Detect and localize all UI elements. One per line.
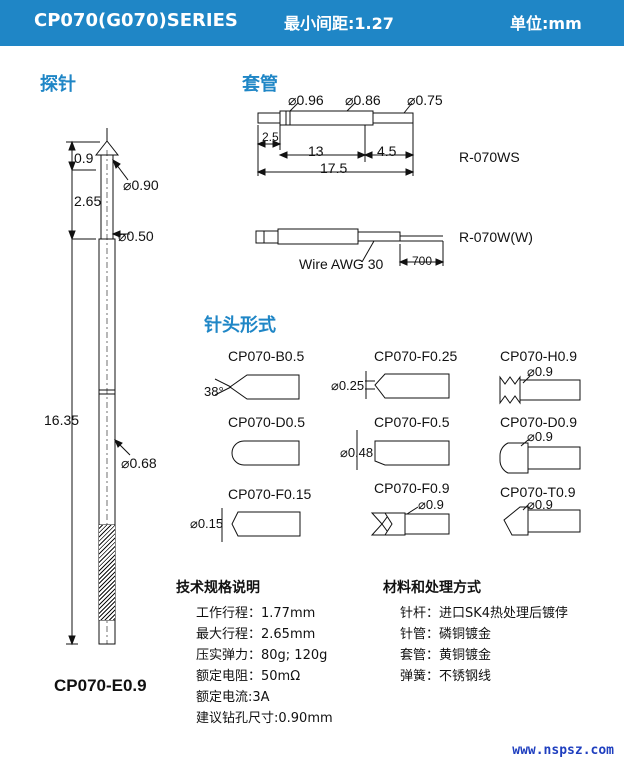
tip-name-t09: CP070-T0.9 <box>500 484 576 500</box>
tip-b05-angle: 38° <box>204 384 224 399</box>
tip-f015-drawing <box>221 508 301 542</box>
diameter-icon: ⌀ <box>123 177 132 193</box>
socket-dim-25: 2.5 <box>262 130 279 144</box>
socket-w-drawing <box>255 228 445 266</box>
tip-h09-dim: ⌀0.9 <box>527 364 553 379</box>
diameter-icon: ⌀ <box>407 92 416 108</box>
tip-f015-dim: ⌀0.15 <box>190 516 224 531</box>
socket-wire-length: 700 <box>412 254 433 268</box>
spec-item: 最大行程：2.65mm <box>196 627 316 642</box>
tip-name-f025: CP070-F0.25 <box>374 348 458 364</box>
tip-name-d05: CP070-D0.5 <box>228 414 306 430</box>
tip-name-f05: CP070-F0.5 <box>374 414 450 430</box>
spec-item: 额定电流:3A <box>196 690 270 705</box>
spec-item: 建议钻孔尺寸:0.90mm <box>196 711 333 726</box>
socket-wire-label: Wire AWG 30 <box>299 256 384 272</box>
diameter-icon: ⌀ <box>118 228 127 244</box>
specs-title: 技术规格说明 <box>176 580 260 596</box>
probe-tip-length: 0.9 <box>74 150 94 166</box>
probe-d068-label: ⌀0.68 <box>121 455 157 471</box>
probe-d090-label: ⌀0.90 <box>123 177 159 193</box>
tip-f025-dim: ⌀0.25 <box>331 378 365 393</box>
tip-f025-drawing <box>365 371 450 399</box>
unit-label: 单位:mm <box>510 14 582 33</box>
tip-t09-drawing <box>503 504 581 536</box>
material-item: 针管：磷铜镀金 <box>400 627 492 642</box>
tip-d09-dim: ⌀0.9 <box>527 429 553 444</box>
diameter-icon: ⌀ <box>288 92 297 108</box>
probe-total-length: 16.35 <box>44 412 80 428</box>
tip-d05-drawing <box>231 440 300 466</box>
tip-f05-dim: ⌀0.48 <box>340 445 374 460</box>
diameter-icon: ⌀ <box>345 92 354 108</box>
socket-ws-drawing <box>256 102 415 176</box>
probe-model: CP070-E0.9 <box>54 676 147 695</box>
tip-name-b05: CP070-B0.5 <box>228 348 305 364</box>
socket-d075-label: ⌀0.75 <box>407 92 443 108</box>
tip-f05-drawing <box>356 430 450 470</box>
diameter-icon: ⌀ <box>418 497 426 512</box>
spring-hatch-pattern <box>99 525 115 620</box>
diameter-icon: ⌀ <box>527 497 535 512</box>
socket-name-ws: R-070WS <box>459 149 520 165</box>
socket-dim-175: 17.5 <box>320 160 348 176</box>
material-item: 针杆：进口SK4热处理后镀侼 <box>400 606 569 621</box>
header-bar: CP070(G070)SERIES 最小间距:1.27 单位:mm <box>0 0 624 46</box>
diameter-icon: ⌀ <box>527 429 535 444</box>
diameter-icon: ⌀ <box>121 455 130 471</box>
probe-length-265: 2.65 <box>74 193 102 209</box>
diameter-icon: ⌀ <box>331 378 339 393</box>
diameter-icon: ⌀ <box>190 516 198 531</box>
tip-name-d09: CP070-D0.9 <box>500 414 578 430</box>
tip-name-f015: CP070-F0.15 <box>228 486 312 502</box>
tip-t09-dim: ⌀0.9 <box>527 497 553 512</box>
spec-item: 工作行程：1.77mm <box>196 606 316 621</box>
socket-d096-label: ⌀0.96 <box>288 92 324 108</box>
diameter-icon: ⌀ <box>340 445 348 460</box>
socket-d086-label: ⌀0.86 <box>345 92 381 108</box>
spec-item: 压实弹力：80g; 120g <box>196 648 328 663</box>
socket-dim-13: 13 <box>308 143 324 159</box>
spec-item: 额定电阻：50mΩ <box>196 669 301 684</box>
diameter-icon: ⌀ <box>527 364 535 379</box>
tip-name-h09: CP070-H0.9 <box>500 348 578 364</box>
min-pitch: 最小间距:1.27 <box>284 14 394 33</box>
socket-name-w: R-070W(W) <box>459 229 533 245</box>
tip-d09-drawing <box>499 439 581 474</box>
website-url[interactable]: www.nspsz.com <box>512 743 614 758</box>
series-title: CP070(G070)SERIES <box>34 10 238 31</box>
materials-title: 材料和处理方式 <box>383 580 481 596</box>
tip-h09-drawing <box>499 375 581 405</box>
material-item: 套管：黄铜镀金 <box>400 648 492 663</box>
probe-d050-label: ⌀0.50 <box>118 228 154 244</box>
socket-section-title: 套管 <box>242 74 278 95</box>
tip-name-f09: CP070-F0.9 <box>374 480 450 496</box>
material-item: 弹簧：不锈钢线 <box>400 669 492 684</box>
tip-f09-dim: ⌀0.9 <box>418 497 444 512</box>
tip-styles-section-title: 针头形式 <box>204 315 276 336</box>
tip-b05-drawing <box>214 374 300 400</box>
socket-dim-45: 4.5 <box>377 143 397 159</box>
probe-section-title: 探针 <box>40 74 76 95</box>
tip-f09-drawing <box>370 506 450 536</box>
